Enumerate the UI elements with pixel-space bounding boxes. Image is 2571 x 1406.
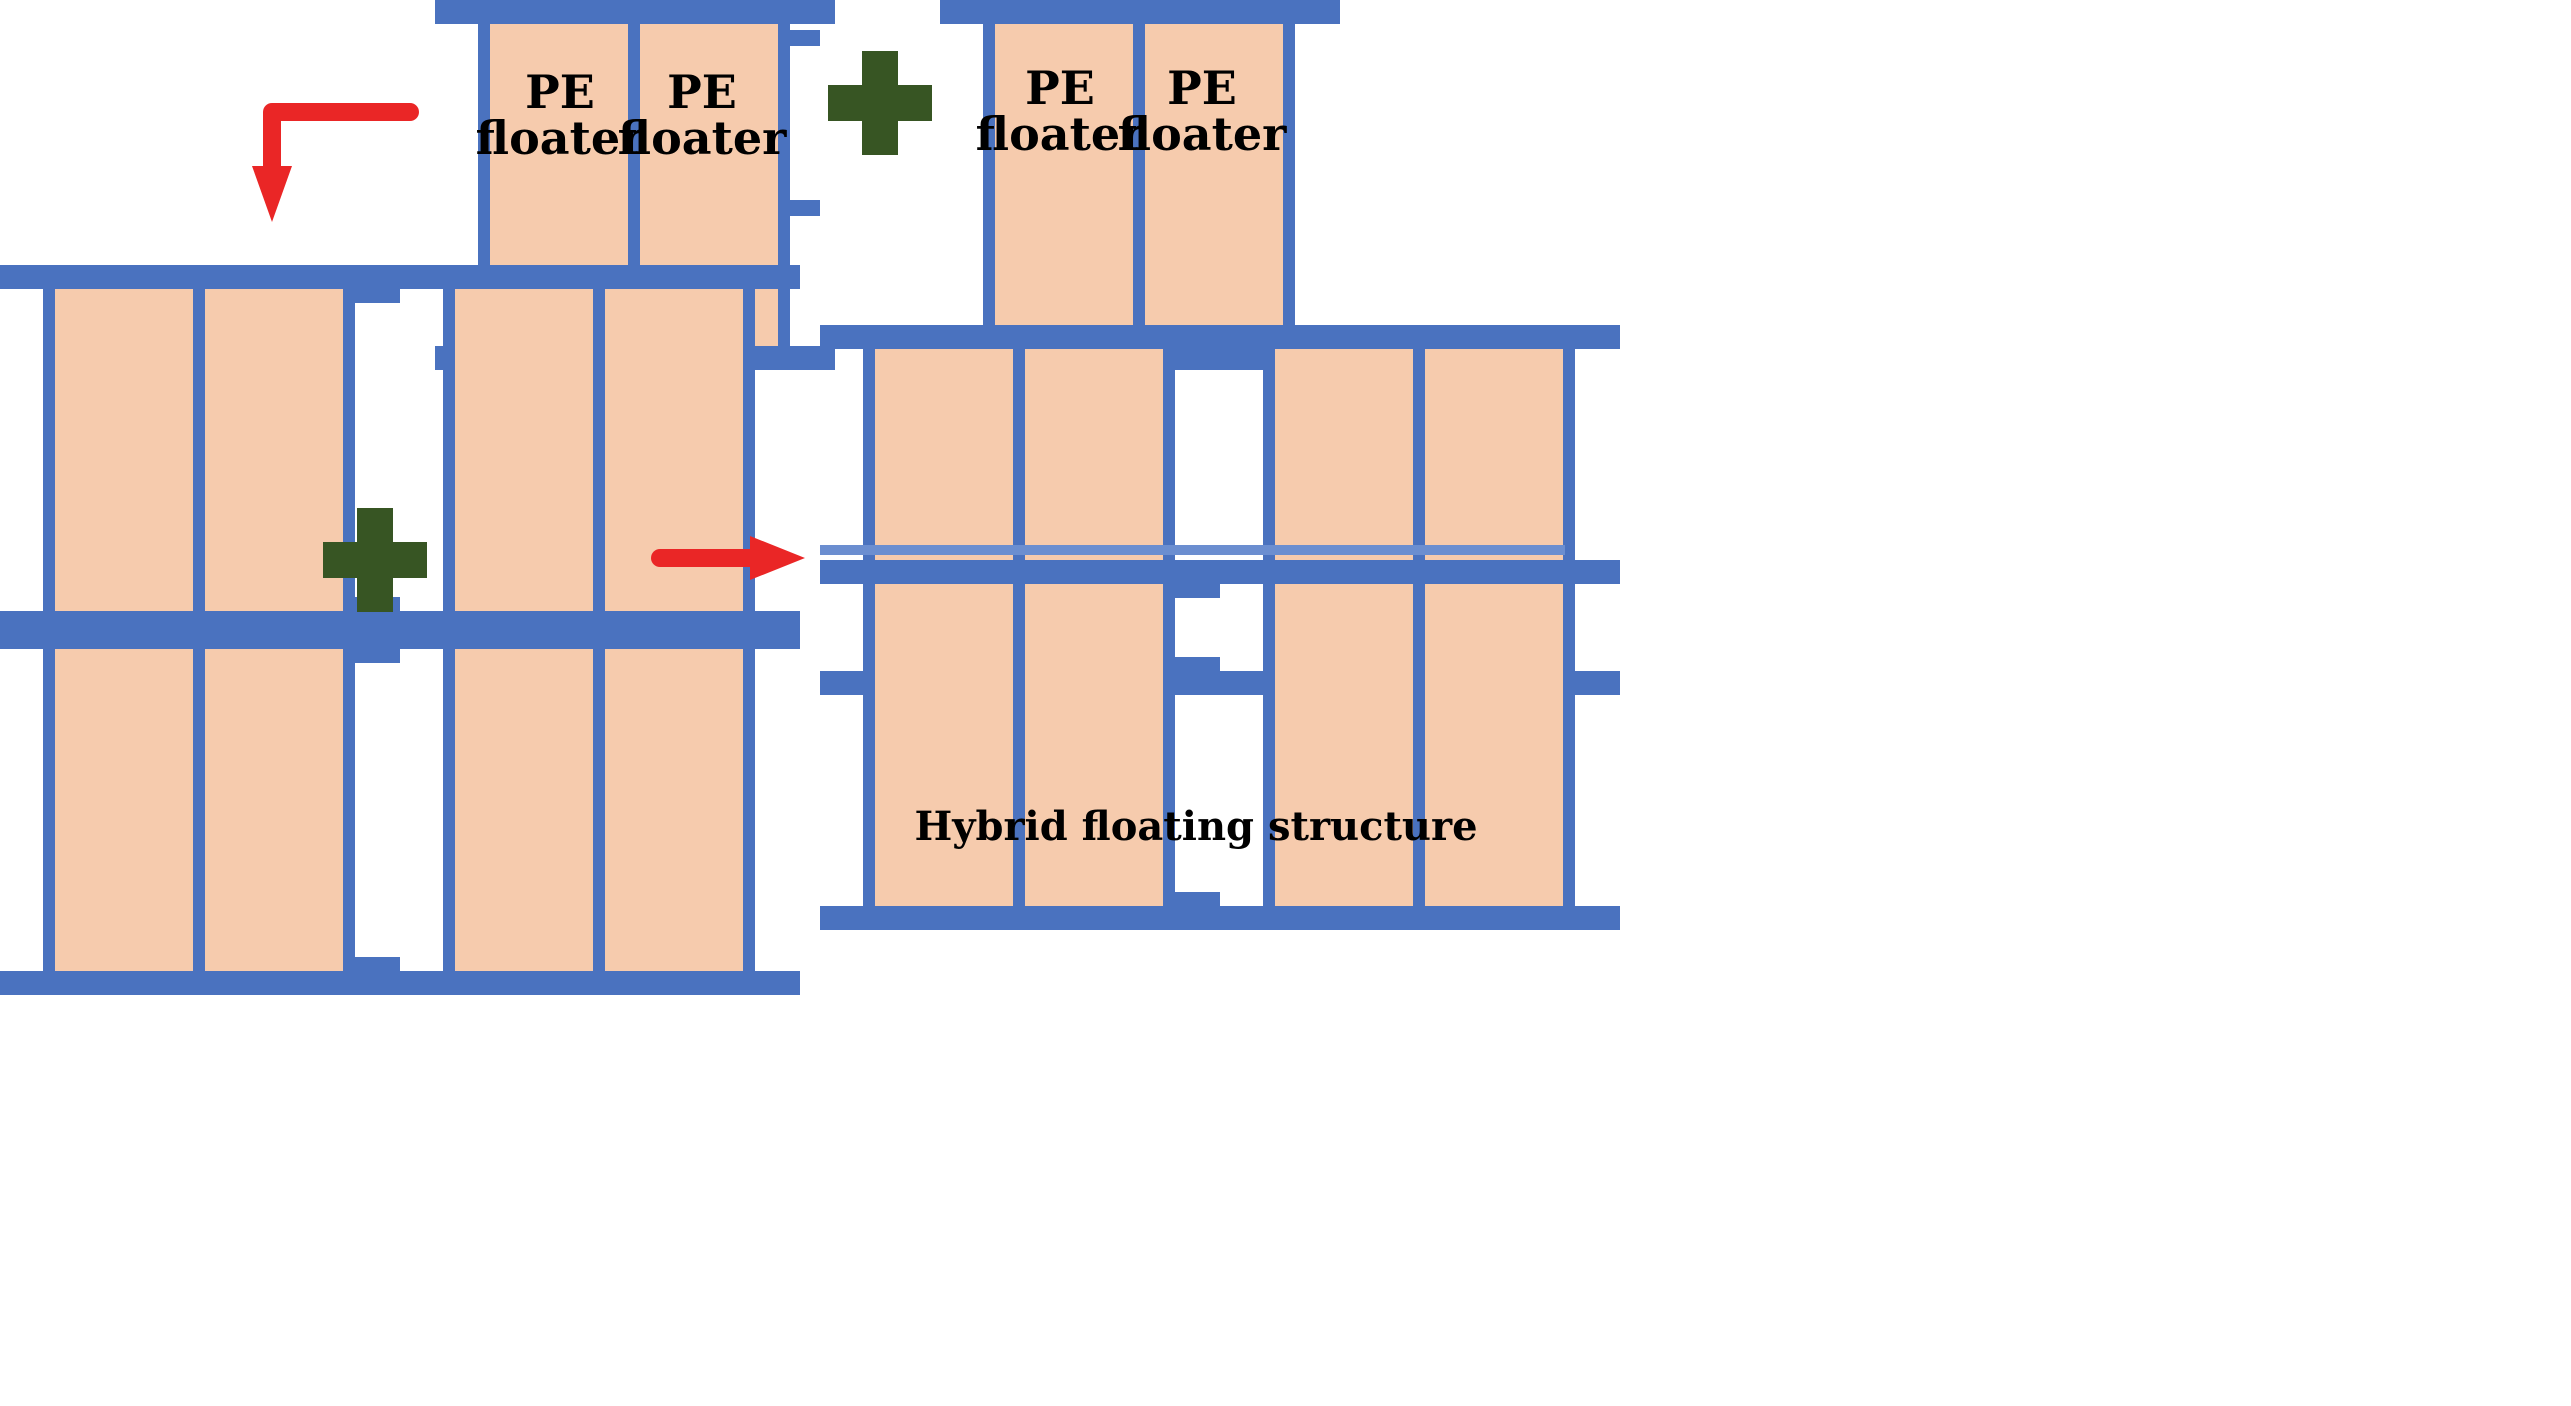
joint-connector — [355, 957, 400, 971]
hybrid-floating-structure — [820, 325, 1620, 930]
vertical-bar — [43, 275, 55, 625]
floating-unit-a — [0, 625, 400, 995]
vertical-bar — [863, 570, 875, 920]
joint-connector — [355, 649, 400, 663]
floating-unit-a — [0, 265, 400, 635]
vertical-bar — [193, 635, 205, 985]
floating-unit-b — [400, 265, 800, 635]
floating-unit-a — [820, 560, 1220, 930]
vertical-bar — [743, 635, 755, 985]
floating-unit-b — [1220, 560, 1620, 930]
arrow-head — [750, 536, 805, 580]
label-line-1: PE — [1167, 61, 1237, 115]
vertical-bar — [193, 275, 205, 625]
joint-seam — [820, 545, 1565, 555]
joint-tab — [780, 200, 820, 216]
floating-row-upper — [0, 265, 800, 635]
joint-connector — [1175, 584, 1220, 598]
pe-floater-right — [1140, 20, 1290, 350]
vertical-bar — [778, 10, 790, 360]
vertical-bar — [343, 275, 355, 625]
label-line-2: floater — [476, 111, 645, 165]
pe-floater-right — [200, 645, 350, 975]
plus-icon — [828, 51, 932, 155]
vertical-bar — [593, 635, 605, 985]
vertical-bar — [1163, 570, 1175, 920]
floating-unit-top-right — [940, 0, 1340, 370]
vertical-bar — [593, 275, 605, 625]
label-line-1: PE — [667, 65, 737, 119]
label-line-1: PE — [1025, 61, 1095, 115]
vertical-bar — [983, 10, 995, 360]
floating-row-lower — [0, 625, 800, 995]
pe-floater-right — [600, 645, 750, 975]
vertical-bar — [1133, 10, 1145, 360]
arrow-shaft — [263, 103, 419, 179]
vertical-bar — [1563, 570, 1575, 920]
hybrid-row-lower — [820, 560, 1620, 930]
label-line-2: floater — [976, 107, 1145, 161]
vertical-bar — [443, 275, 455, 625]
plus-icon — [323, 508, 427, 612]
pe-floater-right — [1420, 580, 1570, 910]
plus-vertical — [862, 51, 898, 155]
floating-unit-b — [400, 625, 800, 995]
joint-connector — [1175, 349, 1220, 363]
joint-tab — [780, 30, 820, 46]
vertical-bar — [343, 635, 355, 985]
vertical-bar — [43, 635, 55, 985]
joint-connector — [355, 289, 400, 303]
joint-connector — [1175, 892, 1220, 906]
arrow-right-icon — [651, 536, 805, 580]
vertical-bar — [1263, 570, 1275, 920]
vertical-bar — [443, 635, 455, 985]
vertical-bar — [1413, 570, 1425, 920]
arrow-down-left-icon — [252, 103, 419, 222]
plus-vertical — [357, 508, 393, 612]
pe-floater-right — [1020, 580, 1170, 910]
joint-connector — [1175, 657, 1220, 671]
diagram-caption: Hybrid floating structure — [914, 803, 1477, 850]
arrow-head — [252, 166, 292, 222]
label-line-2: floater — [1118, 107, 1287, 161]
vertical-bar — [1013, 570, 1025, 920]
vertical-bar — [1283, 10, 1295, 360]
label-line-1: PE — [525, 65, 595, 119]
label-line-2: floater — [618, 111, 787, 165]
